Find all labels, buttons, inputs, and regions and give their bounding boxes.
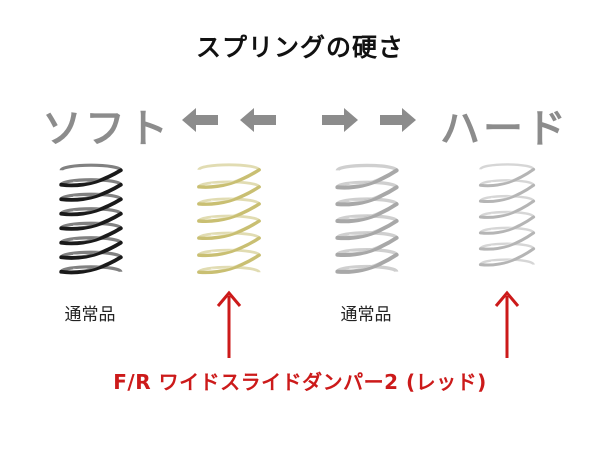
spring-coil-highlight: [210, 224, 248, 236]
gold-spring: [197, 163, 261, 275]
page-title: スプリングの硬さ: [195, 33, 404, 62]
spring-coil-highlight: [349, 207, 386, 219]
spring-coil-highlight: [490, 172, 524, 184]
spring-coil-back: [479, 226, 535, 234]
spring-coil-highlight: [210, 206, 248, 219]
spring-coil-back: [197, 180, 261, 188]
spring-coil-back: [197, 248, 261, 256]
spring-coil-back: [479, 258, 535, 266]
spring-coil-front: [335, 185, 399, 207]
silver-thin-spring: [478, 163, 536, 267]
arrow-right-icon: [322, 108, 358, 132]
spring-coil-highlight: [73, 216, 110, 227]
spring-coil-front: [59, 226, 123, 246]
spring-coil-highlight: [490, 219, 524, 231]
spring-coil-highlight: [210, 172, 248, 185]
hard-label: ハード: [440, 106, 569, 152]
spring-coil-front: [197, 253, 261, 275]
spring-coil-highlight: [349, 223, 386, 236]
arrow-right-icon: [380, 108, 416, 132]
arrow-left-icon: [182, 108, 218, 132]
spring-coil-front: [478, 199, 536, 219]
spring-coil-back: [59, 236, 123, 244]
spring-coil-front: [478, 247, 536, 267]
spring-coil-back: [59, 250, 123, 258]
spring-coil-front: [478, 183, 536, 204]
spring-coil-back: [479, 179, 535, 186]
spring-coil-highlight: [210, 258, 248, 270]
spring-coil-highlight: [73, 172, 110, 184]
spring-coil-highlight: [73, 245, 110, 256]
spring-coil-back: [197, 214, 261, 222]
arrow-up-icon: [216, 290, 242, 358]
spring-coil-front: [197, 219, 261, 241]
spring-coil-back: [59, 265, 123, 273]
arrow-left-icon: [240, 108, 276, 132]
spring-coil-back: [197, 231, 261, 239]
spring-coil-front: [335, 235, 399, 258]
spring-coil-front: [59, 168, 123, 188]
spring-coil-front: [59, 211, 123, 231]
spring-coil-front: [478, 167, 536, 188]
spring-coil-back: [197, 197, 261, 205]
spring-coil-front: [197, 168, 261, 189]
spring-coil-front: [59, 182, 123, 202]
spring-coil-highlight: [490, 251, 524, 263]
spring-coil-back: [479, 194, 535, 202]
spring-coil-front: [59, 240, 123, 260]
spring-coil-front: [335, 168, 399, 190]
spring-coil-highlight: [73, 230, 110, 242]
spring-coil-back: [59, 207, 123, 215]
silver-spring: [335, 163, 399, 274]
spring-coil-highlight: [349, 173, 386, 185]
spring-coil-highlight: [490, 203, 524, 215]
spring-coil-highlight: [490, 235, 524, 247]
spring-coil-back: [479, 163, 535, 170]
spring-coil-highlight: [210, 189, 248, 202]
spring-caption-standard: 通常品: [64, 305, 116, 325]
spring-coil-front: [197, 185, 261, 206]
spring-coil-back: [479, 242, 535, 250]
spring-coil-back: [59, 221, 123, 229]
spring-coil-highlight: [210, 241, 248, 253]
black-spring: [59, 163, 123, 275]
spring-coil-front: [197, 236, 261, 258]
spring-coil-front: [478, 215, 536, 235]
spring-coil-front: [197, 202, 261, 223]
spring-caption-standard: 通常品: [340, 305, 392, 325]
spring-coil-back: [59, 163, 123, 171]
spring-coil-front: [335, 202, 399, 224]
spring-coil-back: [197, 163, 261, 171]
spring-coil-back: [59, 192, 123, 200]
soft-label: ソフト: [42, 106, 171, 152]
product-label: F/R ワイドスライドダンパー2 (レッド): [113, 370, 487, 394]
arrow-up-icon: [494, 290, 520, 358]
spring-coil-back: [335, 163, 399, 172]
spring-coil-front: [478, 231, 536, 251]
spring-coil-back: [59, 178, 123, 186]
spring-coil-highlight: [73, 201, 110, 213]
spring-coil-highlight: [349, 257, 386, 270]
spring-coil-front: [335, 252, 399, 274]
spring-coil-front: [335, 219, 399, 241]
spring-coil-back: [479, 210, 535, 218]
spring-coil-front: [59, 197, 123, 217]
spring-coil-front: [59, 255, 123, 275]
spring-coil-highlight: [349, 240, 386, 253]
spring-coil-highlight: [73, 187, 110, 198]
spring-coil-highlight: [73, 259, 110, 271]
spring-coil-highlight: [490, 188, 524, 200]
spring-coil-back: [197, 265, 261, 273]
spring-coil-highlight: [349, 190, 386, 202]
